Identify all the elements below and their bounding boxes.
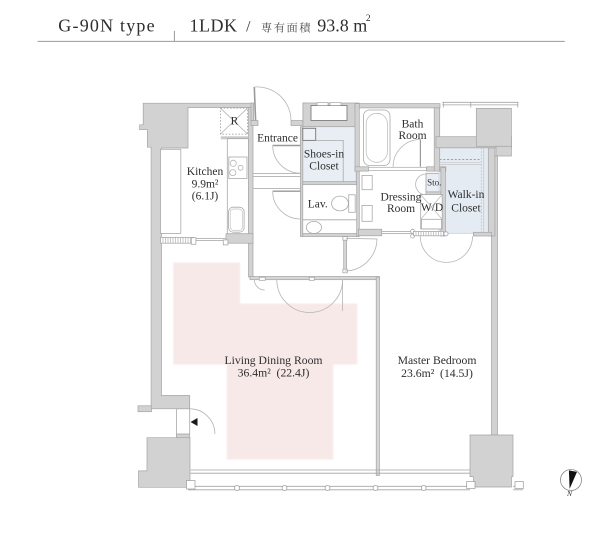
svg-text:(6.1J): (6.1J)	[192, 191, 219, 203]
svg-text:Master Bedroom: Master Bedroom	[398, 354, 477, 367]
svg-text:9.9m²: 9.9m²	[192, 179, 219, 191]
svg-text:1LDK: 1LDK	[190, 16, 238, 36]
svg-text:Room: Room	[398, 130, 426, 142]
svg-text:N: N	[566, 489, 573, 498]
svg-text:Closet: Closet	[451, 203, 481, 215]
svg-text:Bath: Bath	[402, 119, 424, 131]
svg-text:Sto.: Sto.	[427, 178, 441, 188]
svg-text:23.6m² (14.5J): 23.6m² (14.5J)	[401, 367, 473, 380]
svg-text:2: 2	[366, 14, 371, 24]
svg-text:Entrance: Entrance	[257, 133, 298, 145]
svg-text:Shoes-in: Shoes-in	[304, 148, 345, 160]
svg-text:Room: Room	[387, 203, 415, 215]
svg-text:Closet: Closet	[309, 160, 339, 172]
svg-text:R: R	[231, 116, 239, 128]
svg-text:/: /	[246, 19, 251, 36]
svg-text:W/D: W/D	[421, 202, 443, 214]
svg-text:Walk-in: Walk-in	[448, 189, 485, 201]
svg-text:Dressing: Dressing	[381, 192, 422, 204]
svg-text:Lav.: Lav.	[308, 199, 328, 211]
svg-text:G-90N type: G-90N type	[58, 16, 155, 36]
svg-text:36.4m² (22.4J): 36.4m² (22.4J)	[238, 367, 310, 380]
svg-text:Kitchen: Kitchen	[187, 166, 224, 178]
svg-text:Living Dining Room: Living Dining Room	[224, 354, 322, 367]
svg-text:93.8 m: 93.8 m	[317, 16, 367, 36]
